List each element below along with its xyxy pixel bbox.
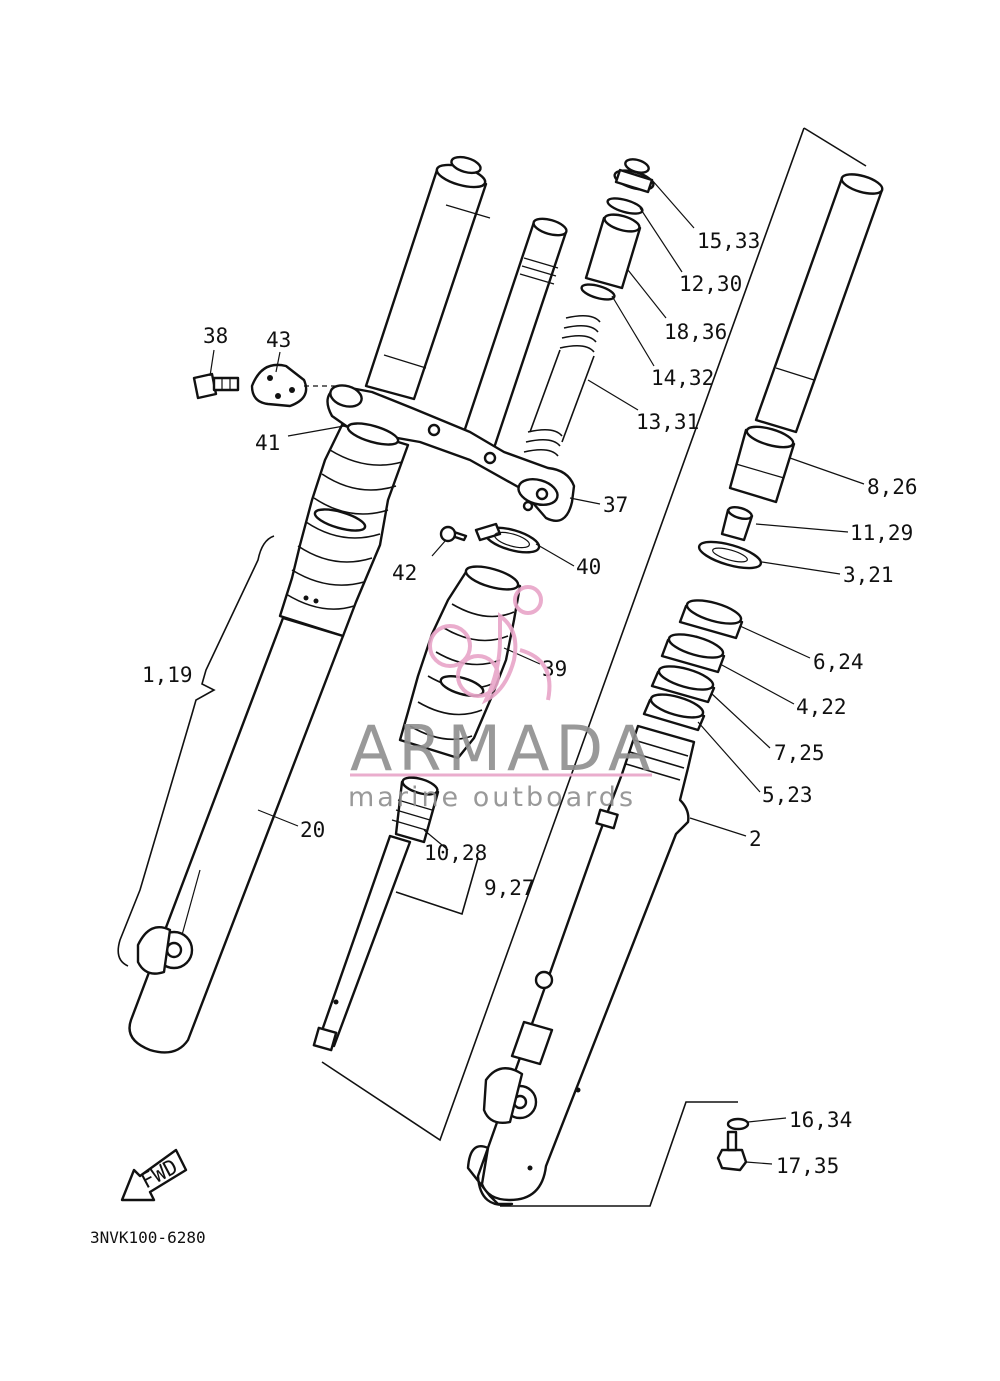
fwd-arrow-icon: FWD: [120, 1148, 188, 1202]
callout-11-29: 11,29: [850, 521, 913, 545]
callout-labels: 15,33 12,30 18,36 14,32 13,31 38 43 41 3…: [142, 229, 918, 1178]
seal-6-24: [678, 599, 744, 640]
callout-8-26: 8,26: [867, 475, 918, 499]
cable-guide-43: [250, 363, 340, 408]
callout-10-28: 10,28: [424, 841, 487, 865]
callout-9-27: 9,27: [484, 876, 535, 900]
drawing-code: 3NVK100-6280: [90, 1228, 206, 1247]
callout-20: 20: [300, 818, 325, 842]
lower-bracket: [326, 384, 576, 522]
assembly-line-damper: [395, 857, 479, 916]
callout-40: 40: [576, 555, 601, 579]
damper-rod: [312, 776, 440, 1052]
assembly-line-drain: [500, 1101, 738, 1207]
callout-41: 41: [255, 431, 280, 455]
callout-43: 43: [266, 328, 291, 352]
callout-13-31: 13,31: [636, 410, 699, 434]
steering-stem: [460, 217, 568, 450]
clip-3-21: [697, 540, 763, 570]
callout-15-33: 15,33: [697, 229, 760, 253]
callout-12-30: 12,30: [679, 272, 742, 296]
left-fork-boot: [278, 423, 410, 638]
watermark-word: ARMADA: [350, 712, 656, 785]
bracket-1-19: [117, 535, 275, 967]
callout-16-34: 16,34: [789, 1108, 852, 1132]
washer-14-32: [580, 283, 616, 301]
watermark-logo-icon: [428, 585, 552, 705]
right-outer-tube: [466, 724, 696, 1207]
bolt-42: [439, 525, 468, 543]
washer-4-22: [660, 633, 726, 674]
callout-2: 2: [749, 827, 762, 851]
right-inner-tube: [754, 173, 884, 434]
washer-16-34: [726, 1117, 750, 1131]
callout-7-25: 7,25: [774, 741, 825, 765]
armada-watermark: ARMADA marine outboards: [348, 585, 656, 813]
leader-lines: [209, 179, 865, 1165]
left-outer-tube: [128, 595, 345, 1054]
callout-4-22: 4,22: [796, 695, 847, 719]
cap-bolt-15-33: [613, 158, 655, 194]
drain-bolt-17-35: [716, 1130, 748, 1172]
spacer-18-36: [584, 213, 642, 290]
assembly-line-main: [321, 127, 805, 1142]
bolt-38: [192, 372, 240, 400]
left-inner-tube: [364, 155, 491, 401]
assembly-line-top: [803, 127, 867, 167]
bearing-race-40: [474, 522, 541, 554]
callout-38: 38: [203, 324, 228, 348]
bushing-11-29: [720, 505, 754, 542]
callout-5-23: 5,23: [762, 783, 813, 807]
bushing-5-23: [642, 693, 706, 732]
callout-42: 42: [392, 561, 417, 585]
callout-6-24: 6,24: [813, 650, 864, 674]
oil-seal-7-25: [650, 665, 716, 704]
callout-1-19: 1,19: [142, 663, 193, 687]
fork-spring-13-31: [523, 314, 601, 457]
callout-3-21: 3,21: [843, 563, 894, 587]
callout-37: 37: [603, 493, 628, 517]
slide-bushing-8-26: [728, 425, 796, 504]
watermark-tagline: marine outboards: [348, 782, 636, 813]
callout-18-36: 18,36: [664, 320, 727, 344]
callout-14-32: 14,32: [651, 366, 714, 390]
callout-17-35: 17,35: [776, 1154, 839, 1178]
